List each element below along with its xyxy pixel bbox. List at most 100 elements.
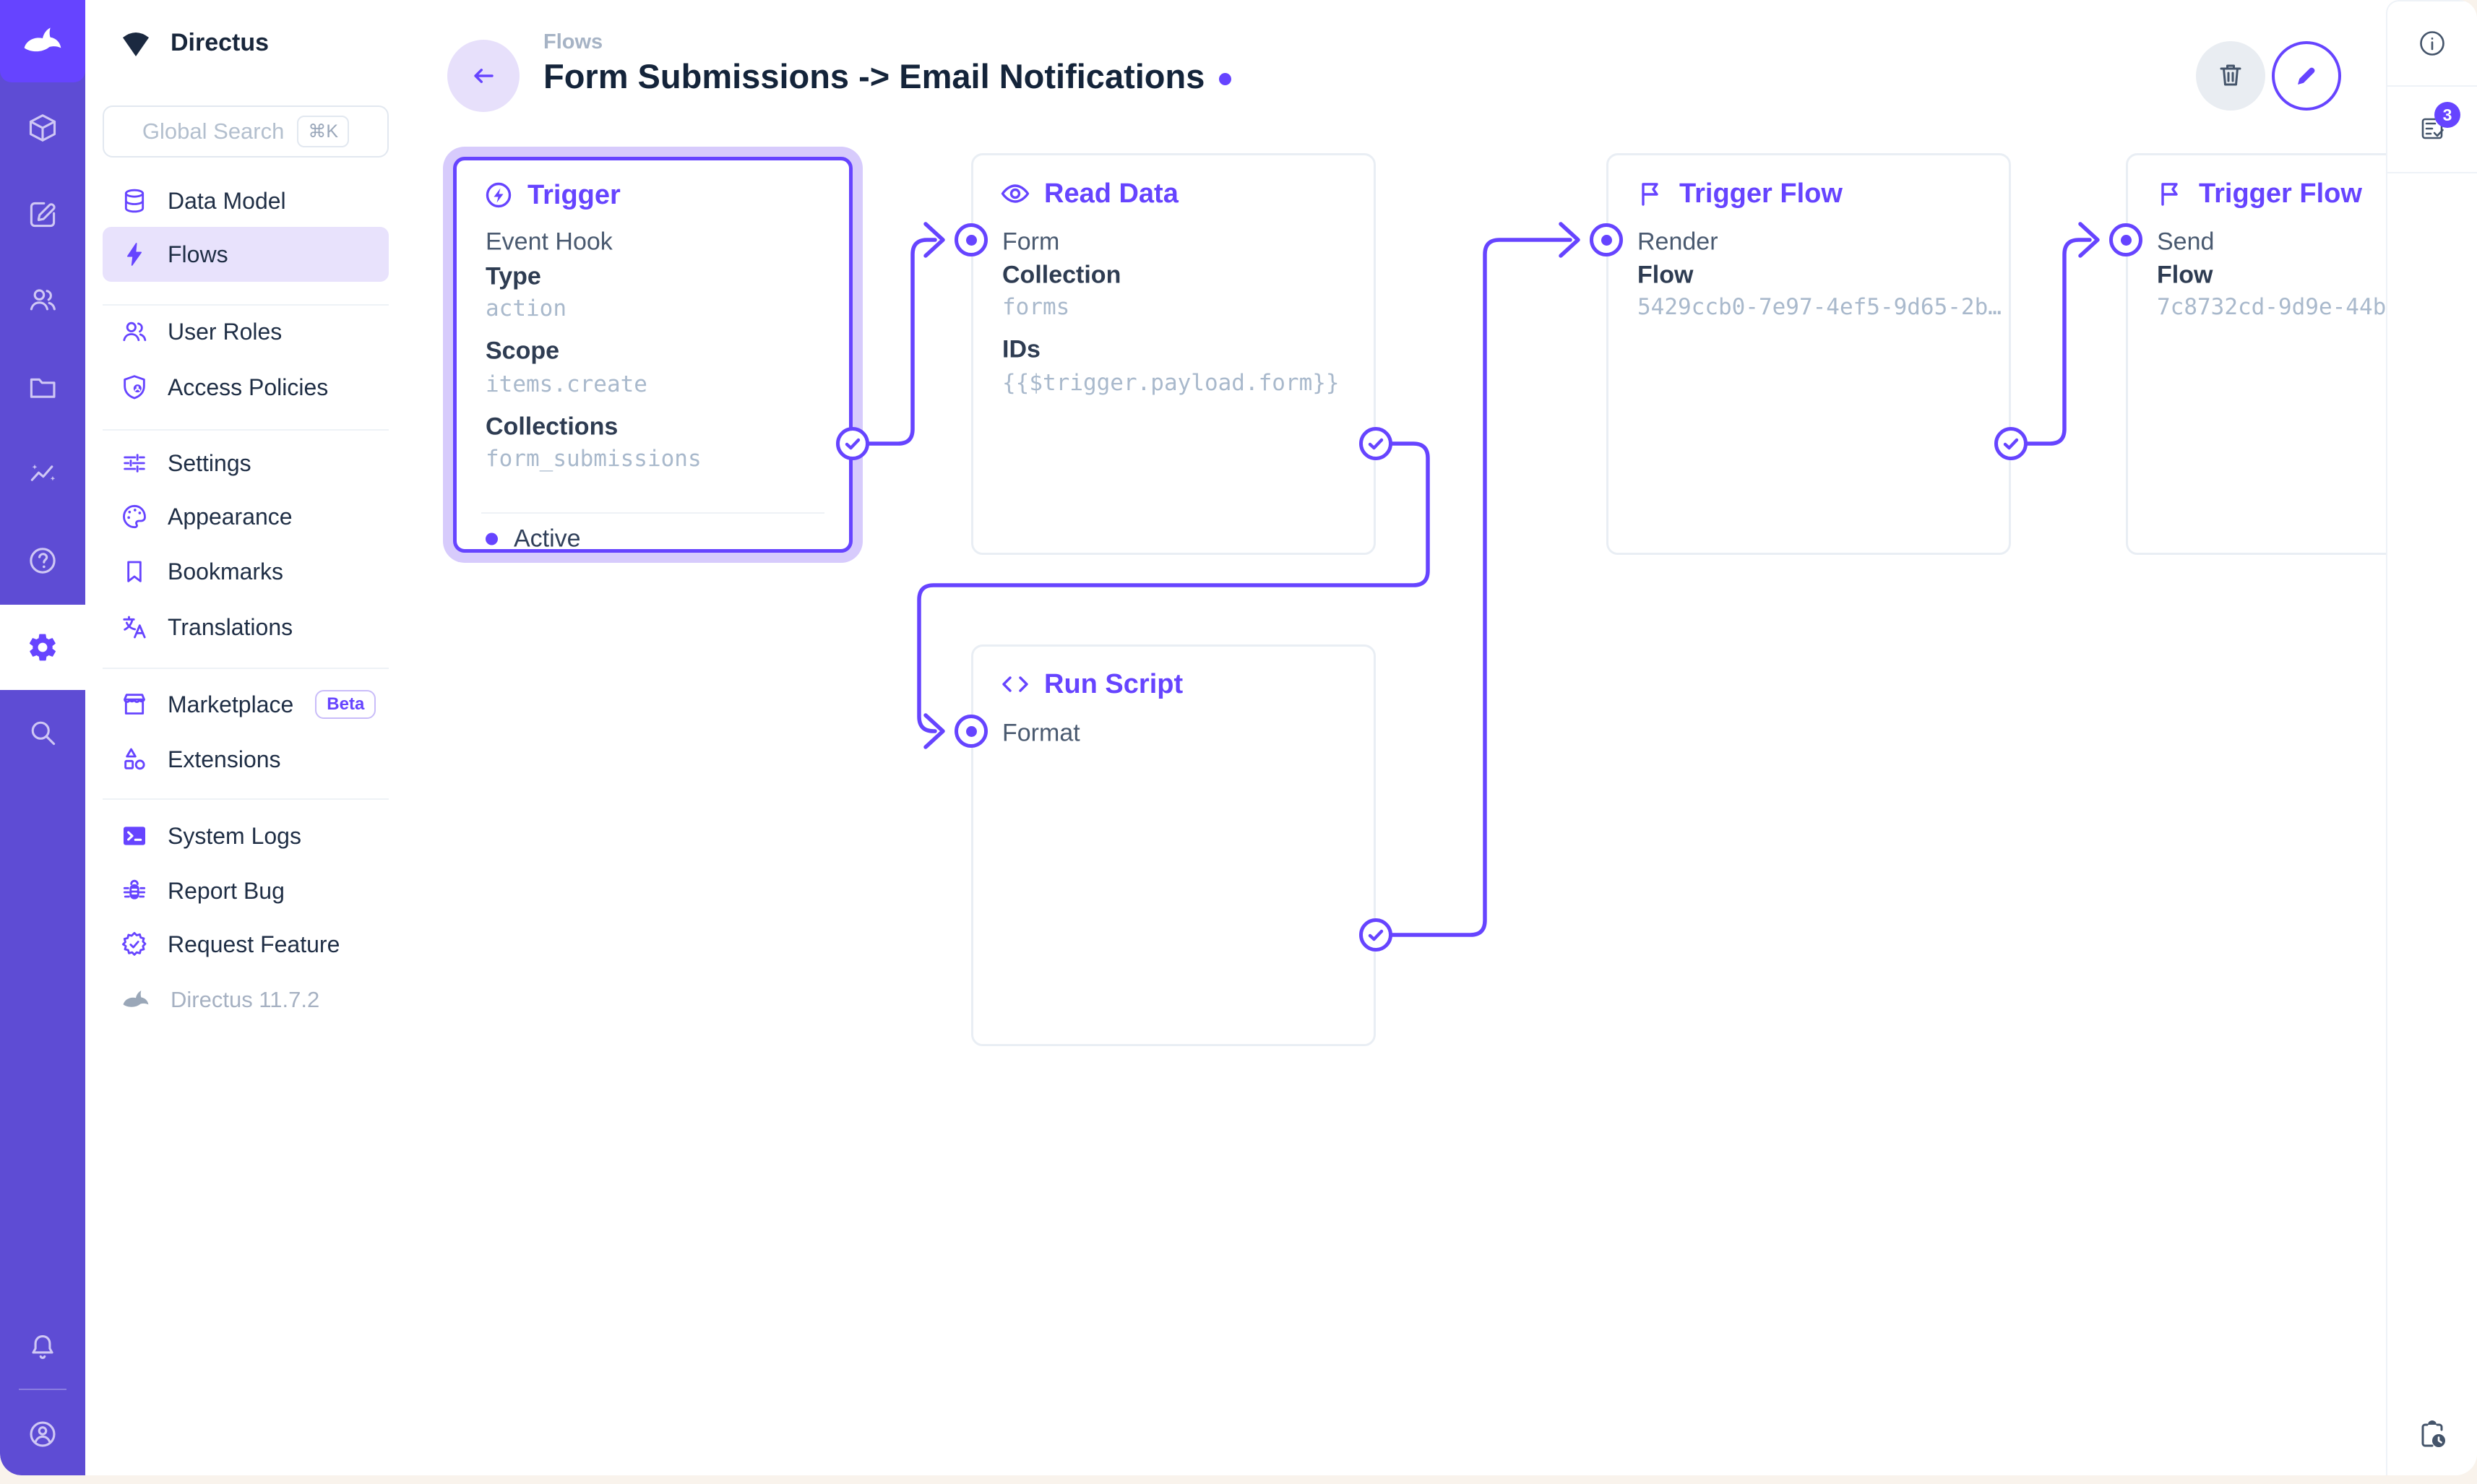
- sidebar-item-marketplace[interactable]: Marketplace Beta: [103, 677, 389, 732]
- divider: [103, 429, 389, 431]
- field-value: 5429ccb0-7e97-4ef5-9d65-2b…: [1637, 294, 2002, 320]
- extension-icon: [124, 748, 145, 770]
- sidebar-item-label: Marketplace: [168, 691, 294, 717]
- field-value: 7c8732cd-9d9e-44be: [2157, 294, 2400, 320]
- panel-title: Run Script: [1044, 668, 1184, 699]
- wire-arrow: [1559, 222, 1580, 258]
- panel-title: Read Data: [1044, 178, 1179, 209]
- module-docs[interactable]: [0, 518, 85, 603]
- insights-icon: [30, 464, 56, 481]
- rabbit-icon: [24, 27, 61, 52]
- search-icon: [31, 721, 56, 746]
- unsaved-changes-dot: [1219, 73, 1232, 86]
- module-search[interactable]: [0, 690, 85, 775]
- pencil-icon: [2298, 67, 2315, 85]
- module-content[interactable]: [0, 85, 85, 171]
- info-icon: [2420, 31, 2444, 56]
- sidebar-item-appearance[interactable]: Appearance: [103, 489, 389, 544]
- module-settings[interactable]: [0, 605, 85, 690]
- sidebar-item-bookmarks[interactable]: Bookmarks: [103, 544, 389, 599]
- panel-read-data[interactable]: Read Data Form Collection forms IDs {{$t…: [971, 153, 1376, 555]
- sidebar-item-data-model[interactable]: Data Model: [103, 173, 389, 228]
- module-editor[interactable]: [0, 172, 85, 257]
- divider: [19, 1389, 66, 1390]
- delete-flow-button[interactable]: [2196, 41, 2265, 111]
- divider: [103, 668, 389, 669]
- sidebar-item-label: Bookmarks: [168, 558, 284, 584]
- sidebar-item-label: Request Feature: [168, 931, 340, 957]
- code-icon: [1002, 676, 1028, 692]
- sidebar-item-user-roles[interactable]: User Roles: [103, 304, 389, 359]
- module-insights[interactable]: [0, 431, 85, 517]
- sidebar-item-translations[interactable]: Translations: [103, 600, 389, 655]
- wire-arrow: [923, 713, 945, 749]
- field-value: {{$trigger.payload.form}}: [1002, 370, 1340, 396]
- panel-run-script[interactable]: Run Script Format: [971, 644, 1376, 1046]
- sidebar-item-label: System Logs: [168, 822, 301, 849]
- field-label: Scope: [486, 337, 560, 365]
- pending-actions-button[interactable]: [2387, 1392, 2477, 1475]
- account-button[interactable]: [0, 1392, 85, 1475]
- bell-icon: [32, 1335, 53, 1359]
- port-out-render[interactable]: [1994, 427, 2028, 460]
- field-label: Flow: [1637, 261, 1694, 289]
- sidebar-item-system-logs[interactable]: System Logs: [103, 808, 389, 863]
- sidebar-item-extensions[interactable]: Extensions: [103, 732, 389, 787]
- right-rail: 3: [2386, 0, 2477, 1475]
- info-button[interactable]: [2387, 1, 2477, 85]
- input-label: Format: [1002, 719, 1080, 747]
- search-shortcut-chip: ⌘K: [297, 116, 350, 147]
- panel-title: Trigger: [527, 179, 621, 210]
- input-label: Render: [1637, 228, 1718, 256]
- sidebar-item-settings[interactable]: Settings: [103, 436, 389, 491]
- port-out-trigger[interactable]: [836, 427, 869, 460]
- project-logo-icon: [123, 33, 149, 56]
- sidebar-item-label: Appearance: [168, 503, 293, 530]
- gear-icon: [29, 634, 56, 661]
- notices-badge: 3: [2434, 102, 2460, 128]
- account-circle-icon: [30, 1421, 56, 1447]
- input-label: Form: [1002, 228, 1060, 256]
- edit-flow-button[interactable]: [2272, 41, 2341, 111]
- notices-button[interactable]: 3: [2387, 87, 2477, 171]
- sidebar-item-access-policies[interactable]: Access Policies: [103, 360, 389, 415]
- page-title-text: Form Submissions -> Email Notifications: [543, 57, 1205, 95]
- people-icon: [30, 289, 56, 311]
- bookmark-icon: [127, 561, 142, 582]
- divider: [2387, 172, 2477, 173]
- trigger-kind: Event Hook: [486, 228, 613, 256]
- project-header[interactable]: Directus: [103, 17, 389, 68]
- port-in-send[interactable]: [2109, 223, 2142, 256]
- sidebar-item-label: Translations: [168, 613, 293, 640]
- directus-logo[interactable]: [0, 0, 85, 82]
- field-label: Type: [486, 262, 541, 290]
- wire-arrow: [923, 222, 945, 258]
- sidebar-item-request-feature[interactable]: Request Feature: [103, 917, 389, 972]
- global-search-input[interactable]: Global Search ⌘K: [103, 105, 389, 158]
- wire-trigger-to-readdata: [850, 238, 937, 446]
- breadcrumb[interactable]: Flows: [543, 30, 603, 53]
- arrow-left-icon: [474, 69, 494, 83]
- help-icon: [30, 548, 56, 574]
- back-button[interactable]: [447, 40, 520, 112]
- port-in-render[interactable]: [1590, 223, 1623, 256]
- panel-title: Trigger Flow: [2199, 178, 2362, 209]
- panel-trigger[interactable]: Trigger Event Hook Type action Scope ite…: [453, 157, 853, 553]
- notifications-button[interactable]: [0, 1305, 85, 1390]
- panel-trigger-flow-render[interactable]: Trigger Flow Render Flow 5429ccb0-7e97-4…: [1606, 153, 2011, 555]
- module-users[interactable]: [0, 257, 85, 342]
- search-placeholder: Global Search: [142, 118, 285, 144]
- port-out-run-script[interactable]: [1359, 918, 1392, 952]
- divider: [481, 512, 824, 514]
- module-files[interactable]: [0, 345, 85, 430]
- port-in-run-script[interactable]: [955, 715, 988, 748]
- folder-icon: [30, 378, 56, 398]
- sidebar-item-flows[interactable]: Flows: [103, 227, 389, 282]
- port-in-read-data[interactable]: [955, 223, 988, 256]
- people-icon: [123, 322, 147, 342]
- sidebar-item-report-bug[interactable]: Report Bug: [103, 863, 389, 918]
- edit-square-icon: [30, 202, 56, 228]
- port-out-read-data[interactable]: [1359, 427, 1392, 460]
